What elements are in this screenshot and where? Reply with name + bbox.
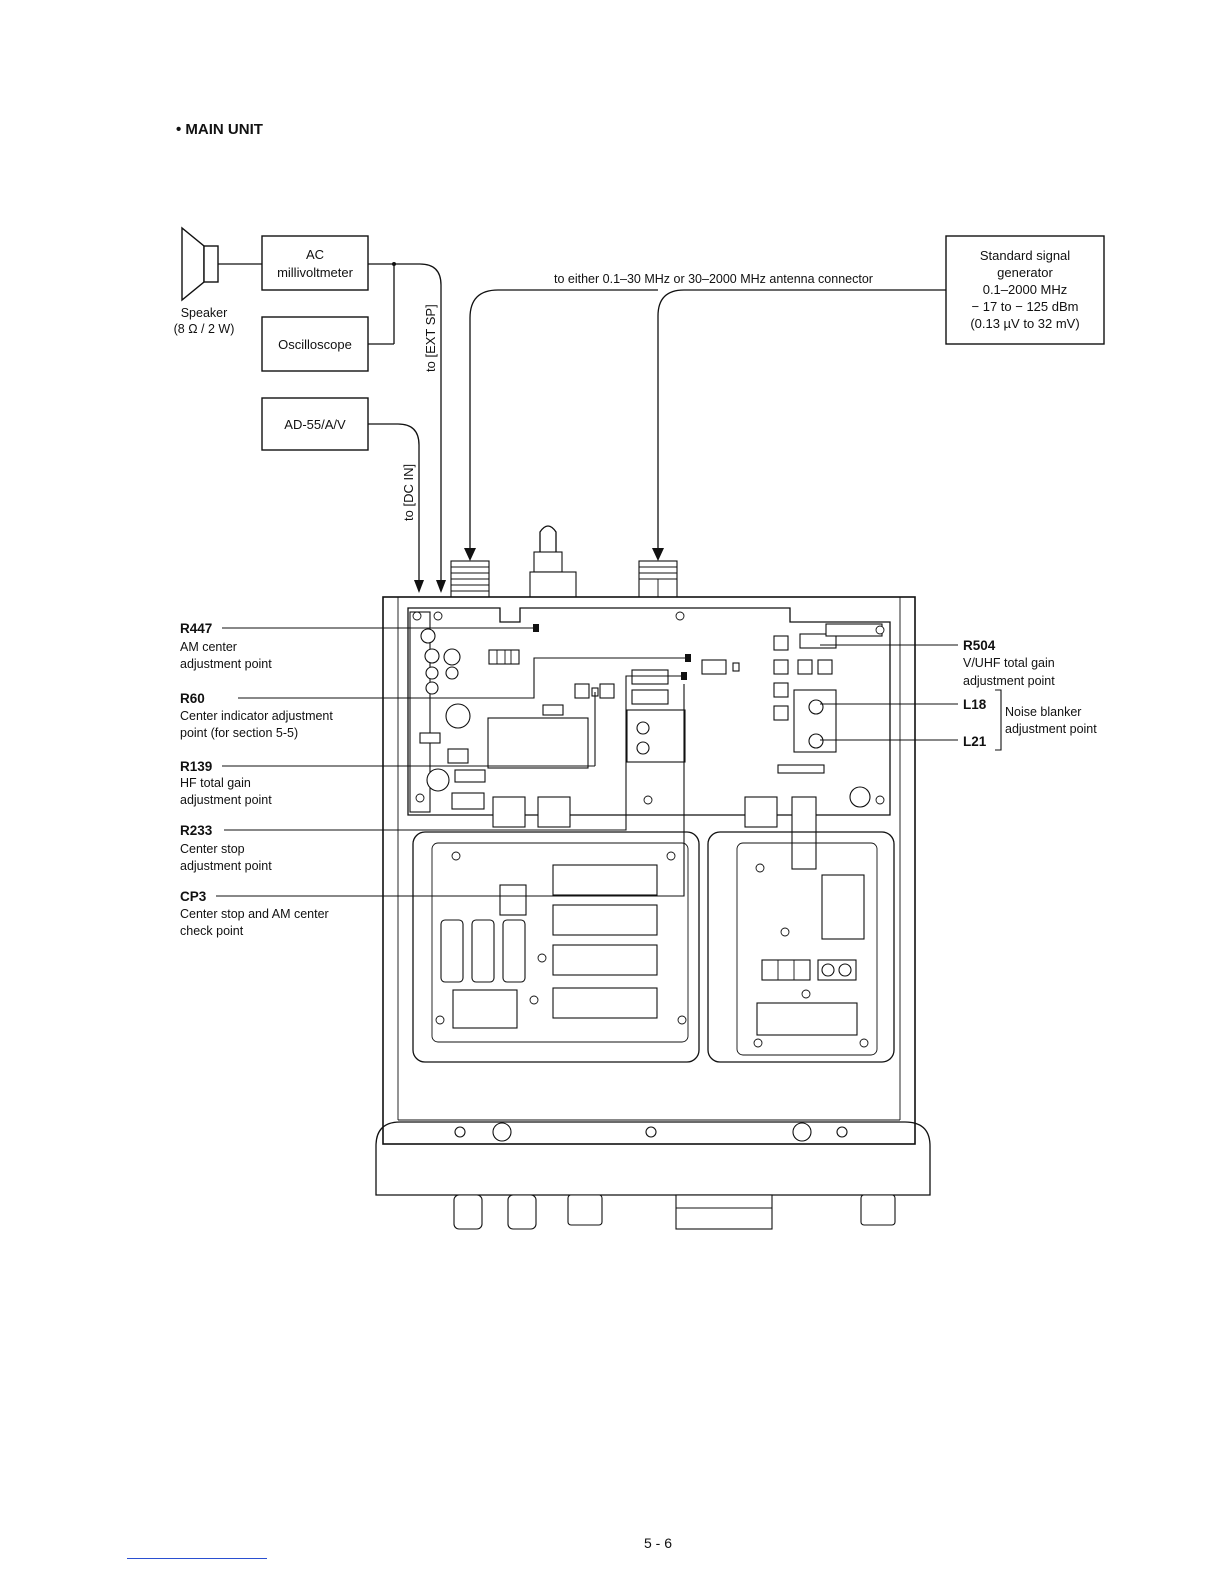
- l21-id: L21: [963, 734, 987, 749]
- r60-desc-2: point (for section 5-5): [180, 726, 298, 740]
- oscilloscope-label: Oscilloscope: [278, 337, 352, 352]
- label-r504: R504 V/UHF total gain adjustment point: [963, 638, 1055, 688]
- r60-id: R60: [180, 691, 205, 706]
- ac-millivoltmeter-box: AC millivoltmeter: [261, 235, 369, 291]
- speaker-icon: [181, 226, 205, 302]
- cp3-desc-2: check point: [180, 924, 244, 938]
- telescopic-antenna-mount: [529, 525, 577, 601]
- signal-generator-line1: Standard signal: [980, 248, 1070, 263]
- footer-link-line: [127, 1558, 267, 1559]
- antenna-label: to either 0.1–30 MHz or 30–2000 MHz ante…: [554, 272, 873, 286]
- speaker-rating: (8 Ω / 2 W): [174, 322, 235, 336]
- signal-generator-line5: (0.13 µV to 32 mV): [970, 316, 1079, 331]
- r233-id: R233: [180, 823, 213, 838]
- lower-right-unit: [707, 831, 895, 1063]
- label-r233: R233 Center stop adjustment point: [180, 823, 272, 873]
- main-board-components: [409, 611, 885, 870]
- ac-millivoltmeter-label-line1: AC: [306, 247, 324, 262]
- label-l18: L18: [963, 697, 987, 712]
- r504-desc-1: V/UHF total gain: [963, 656, 1055, 670]
- signal-generator-line2: generator: [997, 265, 1053, 280]
- r139-desc-2: adjustment point: [180, 793, 272, 807]
- noise-blanker-line1: Noise blanker: [1005, 705, 1081, 719]
- label-noise-blanker: Noise blanker adjustment point: [1005, 705, 1097, 736]
- r233-desc-1: Center stop: [180, 842, 245, 856]
- dc-in-cable: [368, 423, 424, 593]
- r139-id: R139: [180, 759, 212, 774]
- antenna-cable: [464, 289, 946, 561]
- r447-desc-2: adjustment point: [180, 657, 272, 671]
- leader-lines: [216, 624, 1002, 897]
- label-cp3: CP3 Center stop and AM center check poin…: [180, 889, 329, 938]
- label-r60: R60 Center indicator adjustment point (f…: [180, 691, 333, 740]
- label-r447: R447 AM center adjustment point: [180, 621, 272, 671]
- signal-generator-line3: 0.1–2000 MHz: [983, 282, 1068, 297]
- ext-sp-label: to [EXT SP]: [423, 304, 438, 372]
- signal-generator-box: Standard signal generator 0.1–2000 MHz −…: [945, 235, 1105, 345]
- signal-generator-line4: − 17 to − 125 dBm: [972, 299, 1079, 314]
- cp3-id: CP3: [180, 889, 207, 904]
- ac-millivoltmeter-label-line2: millivoltmeter: [277, 265, 354, 280]
- label-l21: L21: [963, 734, 987, 749]
- r504-desc-2: adjustment point: [963, 674, 1055, 688]
- cp3-desc-1: Center stop and AM center: [180, 907, 329, 921]
- power-supply-label: AD-55/A/V: [284, 417, 346, 432]
- r447-id: R447: [180, 621, 212, 636]
- r447-desc-1: AM center: [180, 640, 237, 654]
- front-panel: [375, 1121, 931, 1230]
- power-supply-box: AD-55/A/V: [261, 397, 369, 451]
- lower-left-unit: [412, 831, 700, 1063]
- page-number: 5 - 6: [644, 1535, 672, 1551]
- antenna-connector-hf: [450, 560, 490, 600]
- noise-blanker-line2: adjustment point: [1005, 722, 1097, 736]
- section-title: • MAIN UNIT: [176, 121, 263, 138]
- dc-in-label: to [DC IN]: [401, 464, 416, 521]
- speaker-label: Speaker: [181, 306, 228, 320]
- l18-id: L18: [963, 697, 987, 712]
- r233-desc-2: adjustment point: [180, 859, 272, 873]
- oscilloscope-box: Oscilloscope: [261, 316, 369, 372]
- ext-sp-cable: [368, 262, 446, 593]
- r60-desc-1: Center indicator adjustment: [180, 709, 333, 723]
- r139-desc-1: HF total gain: [180, 776, 251, 790]
- label-r139: R139 HF total gain adjustment point: [180, 759, 272, 807]
- antenna-connector-vuhf: [638, 560, 678, 600]
- r504-id: R504: [963, 638, 996, 653]
- speaker: [181, 226, 262, 302]
